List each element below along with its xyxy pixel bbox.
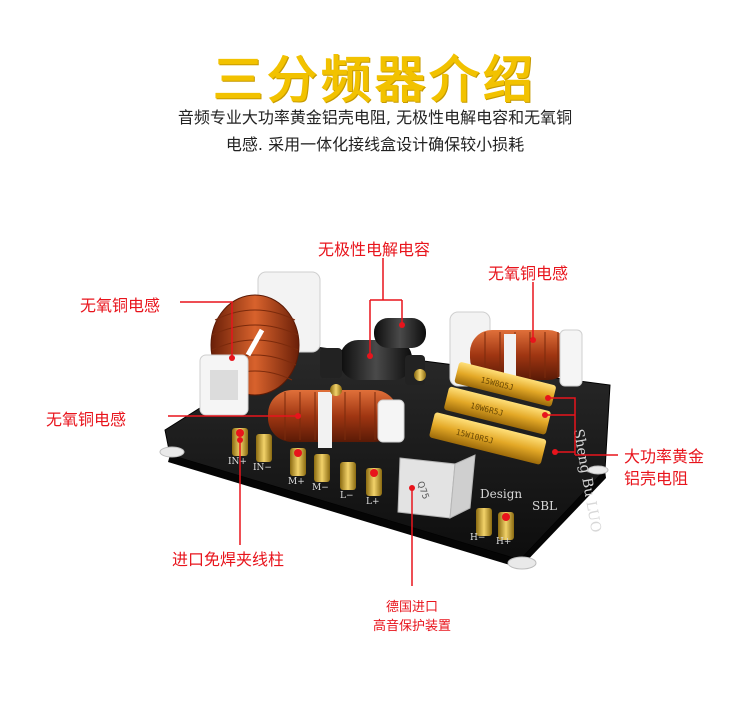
- description-line-2: 电感. 采用一体化接线盒设计确保较小损耗: [225, 135, 525, 154]
- callout-protection-line-1: 德国进口: [385, 600, 438, 615]
- label-l-minus: L−: [340, 491, 354, 501]
- sbl-text: SBL: [532, 499, 557, 513]
- design-text: Design: [480, 487, 522, 501]
- callout-resistor-line-2: 铝壳电阻: [624, 469, 689, 488]
- terminals: [232, 428, 514, 540]
- label-h-plus: H+: [496, 537, 511, 547]
- label-m-plus: M+: [288, 477, 305, 487]
- callout-protection: 德国进口 高音保护装置: [366, 598, 458, 636]
- resistors: 15W8Ω5J 10W6R5J 15W10R5J: [429, 362, 556, 465]
- callout-lines: [168, 258, 618, 586]
- callout-protection-line-2: 高音保护装置: [372, 619, 451, 634]
- inductor-middle: [268, 390, 405, 448]
- label-l-plus: L+: [366, 497, 380, 507]
- callout-inductor-left-mid: 无氧铜电感: [46, 410, 127, 429]
- callout-inductor-right: 无氧铜电感: [488, 264, 569, 283]
- label-m-minus: M−: [312, 483, 329, 493]
- label-h-minus: H−: [470, 533, 485, 543]
- callout-resistor: 大功率黄金 铝壳电阻: [624, 446, 704, 490]
- label-in-plus: IN+: [228, 457, 247, 467]
- callout-resistor-line-1: 大功率黄金: [624, 447, 705, 466]
- description-line-1: 音频专业大功率黄金铝壳电阻, 无极性电解电容和无氧铜: [177, 108, 573, 127]
- inductor-left-large: [199, 271, 321, 416]
- callout-capacitor: 无极性电解电容: [318, 240, 431, 259]
- label-in-minus: IN−: [253, 463, 272, 473]
- callout-terminal: 进口免焊夹线柱: [172, 550, 285, 569]
- page-title: 三分频器介绍: [213, 51, 537, 109]
- description: 音频专业大功率黄金铝壳电阻, 无极性电解电容和无氧铜 电感. 采用一体化接线盒设…: [0, 104, 750, 158]
- capacitors: [320, 318, 426, 396]
- callout-inductor-left-top: 无氧铜电感: [80, 296, 161, 315]
